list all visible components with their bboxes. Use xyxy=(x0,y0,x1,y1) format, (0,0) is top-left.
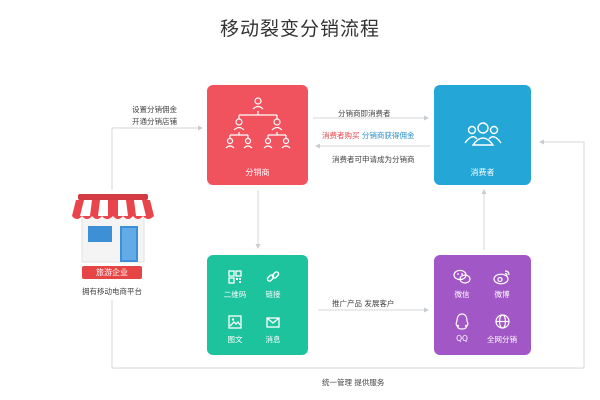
social-label-weibo: 微博 xyxy=(494,290,510,299)
enterprise-caption: 拥有移动电商平台 xyxy=(82,287,142,296)
buy-earn-label-a: 消费者购买 xyxy=(322,131,360,140)
buy-earn-label: 消费者购买 分销商获得佣金 xyxy=(322,130,414,141)
globe-icon xyxy=(495,314,510,329)
qr-code-icon xyxy=(228,270,242,284)
qq-icon xyxy=(455,313,469,330)
page-title: 移动裂变分销流程 xyxy=(219,18,380,40)
distributor-box: 分销商 xyxy=(207,85,308,185)
channel-label-image: 图文 xyxy=(227,335,243,344)
storefront-icon xyxy=(72,194,154,263)
setup-label-line2: 开通分销店铺 xyxy=(132,117,177,126)
wechat-icon xyxy=(453,269,471,284)
connector-outer-loop xyxy=(111,139,585,369)
org-tree-icon xyxy=(225,97,291,149)
social-label-qq: QQ xyxy=(456,334,468,343)
consumer-label: 消费者 xyxy=(470,168,495,177)
dist-to-consumer-label: 分销商即消费者 xyxy=(338,109,391,118)
distributor-label: 分销商 xyxy=(245,168,270,177)
weibo-icon xyxy=(493,270,510,285)
people-group-icon xyxy=(464,122,502,146)
connector-enterprise-to-distributor xyxy=(111,125,203,190)
social-label-network: 全网分销 xyxy=(487,335,517,344)
promote-label: 推广产品 发展客户 xyxy=(332,299,395,308)
social-label-wechat: 微信 xyxy=(454,290,470,299)
link-icon xyxy=(266,271,280,282)
consumer-box: 消费者 xyxy=(434,85,531,185)
image-icon xyxy=(228,315,242,329)
channel-label-link: 链接 xyxy=(265,290,281,299)
enterprise-badge: 旅游企业 xyxy=(82,266,142,279)
buy-earn-label-b: 分销商获得佣金 xyxy=(361,131,415,140)
social-box: 微信 微博 QQ 全网分销 xyxy=(434,255,531,355)
channel-label-qr: 二维码 xyxy=(223,290,247,299)
channels-box: 二维码 链接 图文 消息 xyxy=(207,255,308,355)
unified-management-label: 统一管理 提供服务 xyxy=(322,378,385,387)
enterprise-storefront xyxy=(72,190,154,266)
channel-label-message: 消息 xyxy=(265,335,281,344)
setup-label-line1: 设置分销佣金 xyxy=(132,105,177,114)
envelope-icon xyxy=(266,317,280,328)
apply-label: 消费者可申请成为分销商 xyxy=(332,155,415,164)
